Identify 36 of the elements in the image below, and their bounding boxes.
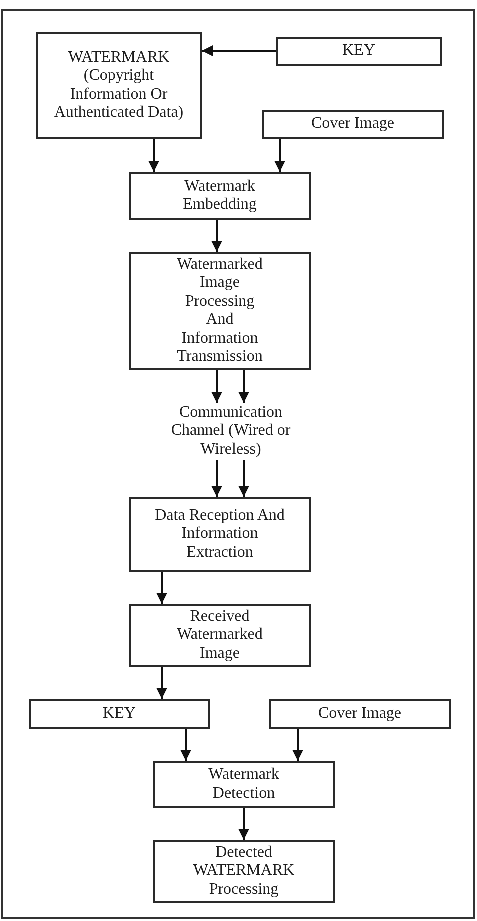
- arrow: [148, 139, 160, 172]
- process-box: [129, 252, 311, 370]
- process-box: [153, 761, 335, 808]
- step-text: Data Reception And Information Extraction: [154, 506, 286, 562]
- step-text: Detected WATERMARK Processing: [192, 844, 296, 900]
- arrow: [156, 667, 168, 699]
- step-text: Received Watermarked Image: [176, 608, 264, 664]
- channel-label: Communication Channel (Wired or Wireless): [146, 403, 316, 460]
- arrow: [202, 46, 276, 56]
- process-box: [29, 699, 210, 729]
- step-text: WATERMARK (Copyright Information Or Authenticated Data): [53, 48, 185, 122]
- process-box: [129, 172, 311, 220]
- arrow: [292, 729, 304, 761]
- process-box: [276, 37, 442, 66]
- process-box: [153, 840, 335, 903]
- arrow: [238, 808, 250, 840]
- process-box: [269, 699, 451, 729]
- step-text: KEY: [103, 704, 136, 724]
- arrow: [180, 729, 192, 761]
- arrow: [212, 460, 222, 497]
- step-text: KEY: [342, 42, 376, 61]
- step-text: Watermarked Image Processing And Information Transmission: [176, 256, 264, 366]
- arrow: [238, 370, 250, 403]
- step-text: Cover Image: [311, 115, 395, 134]
- arrow: [274, 139, 286, 172]
- arrow: [212, 370, 222, 403]
- step-text: Cover Image: [318, 704, 402, 724]
- arrow: [156, 572, 168, 604]
- arrow: [212, 220, 222, 252]
- process-box: [262, 110, 444, 139]
- process-box: [129, 497, 311, 572]
- process-box: [129, 604, 311, 667]
- arrow: [238, 460, 250, 497]
- step-text: Watermark Detection: [208, 766, 280, 803]
- step-text: Watermark Embedding: [182, 178, 258, 214]
- process-box: [36, 32, 202, 139]
